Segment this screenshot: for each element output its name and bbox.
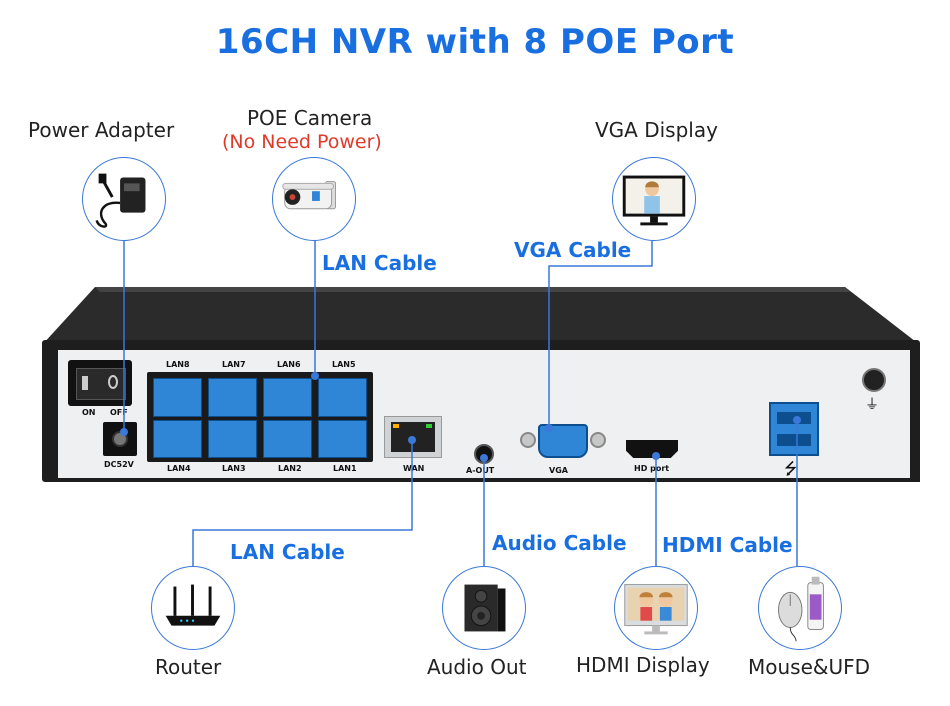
- vga-wire: [548, 240, 653, 428]
- lan-port: [318, 378, 367, 417]
- lan8-label: LAN8: [166, 360, 190, 369]
- wan-lan-wire: [192, 440, 413, 566]
- router-label: Router: [155, 655, 222, 679]
- lan-port: [263, 420, 312, 458]
- vga-cable-label: VGA Cable: [514, 238, 632, 262]
- hdmi-display-label: HDMI Display: [576, 653, 710, 677]
- power-adapter-label: Power Adapter: [28, 118, 175, 142]
- audio-speaker-icon: [442, 566, 526, 650]
- lan1-label: LAN1: [333, 464, 357, 473]
- mouse-ufd-label: Mouse&UFD: [748, 655, 871, 679]
- on-label: ON: [82, 408, 96, 417]
- usb-symbol-icon: ⭍: [784, 461, 798, 478]
- lan6-label: LAN6: [277, 360, 301, 369]
- dc-label: DC52V: [104, 460, 134, 469]
- audio-out-label: Audio Out: [427, 655, 527, 679]
- lan-port: [208, 378, 257, 417]
- lan3-label: LAN3: [222, 464, 246, 473]
- audio-cable-label: Audio Cable: [492, 531, 627, 555]
- ground-symbol-icon: ⏚: [865, 396, 879, 412]
- poe-camera-icon: [272, 157, 356, 241]
- vga-display-icon: [612, 157, 696, 241]
- poe-camera-note: (No Need Power): [222, 131, 382, 153]
- poe-lan-block: [147, 372, 373, 462]
- hdmi-display-icon: [614, 566, 698, 650]
- lan2-label: LAN2: [278, 464, 302, 473]
- off-label: OFF: [110, 408, 128, 417]
- aout-label: A-OUT: [466, 466, 495, 475]
- lan4-label: LAN4: [167, 464, 191, 473]
- lan-port: [263, 378, 312, 417]
- wan-port: [384, 416, 442, 458]
- power-switch: [68, 360, 132, 406]
- lan-port: [318, 420, 367, 458]
- router-icon: [151, 566, 235, 650]
- hdmi-cable-label: HDMI Cable: [662, 533, 793, 557]
- vga-display-label: VGA Display: [595, 118, 718, 142]
- lan-port: [153, 378, 202, 417]
- wan-label: WAN: [403, 464, 425, 473]
- lan-cable-top-label: LAN Cable: [322, 251, 437, 275]
- nvr-top-surface: [42, 287, 920, 345]
- lan-port: [153, 420, 202, 458]
- lan5-label: LAN5: [332, 360, 356, 369]
- lan-port: [208, 420, 257, 458]
- poe-camera-label: POE Camera: [247, 106, 373, 130]
- vga-label: VGA: [549, 466, 568, 475]
- usb-ports: [769, 402, 819, 456]
- mouse-ufd-icon: [758, 566, 842, 650]
- hdmi-port: [626, 440, 678, 458]
- power-adapter-icon: [82, 157, 166, 241]
- diagram-title: 16CH NVR with 8 POE Port: [215, 22, 735, 62]
- hdport-label: HD port: [634, 464, 670, 473]
- lan7-label: LAN7: [222, 360, 246, 369]
- ground-screw-icon: [862, 368, 886, 392]
- lan-cable-bottom-label: LAN Cable: [230, 540, 345, 564]
